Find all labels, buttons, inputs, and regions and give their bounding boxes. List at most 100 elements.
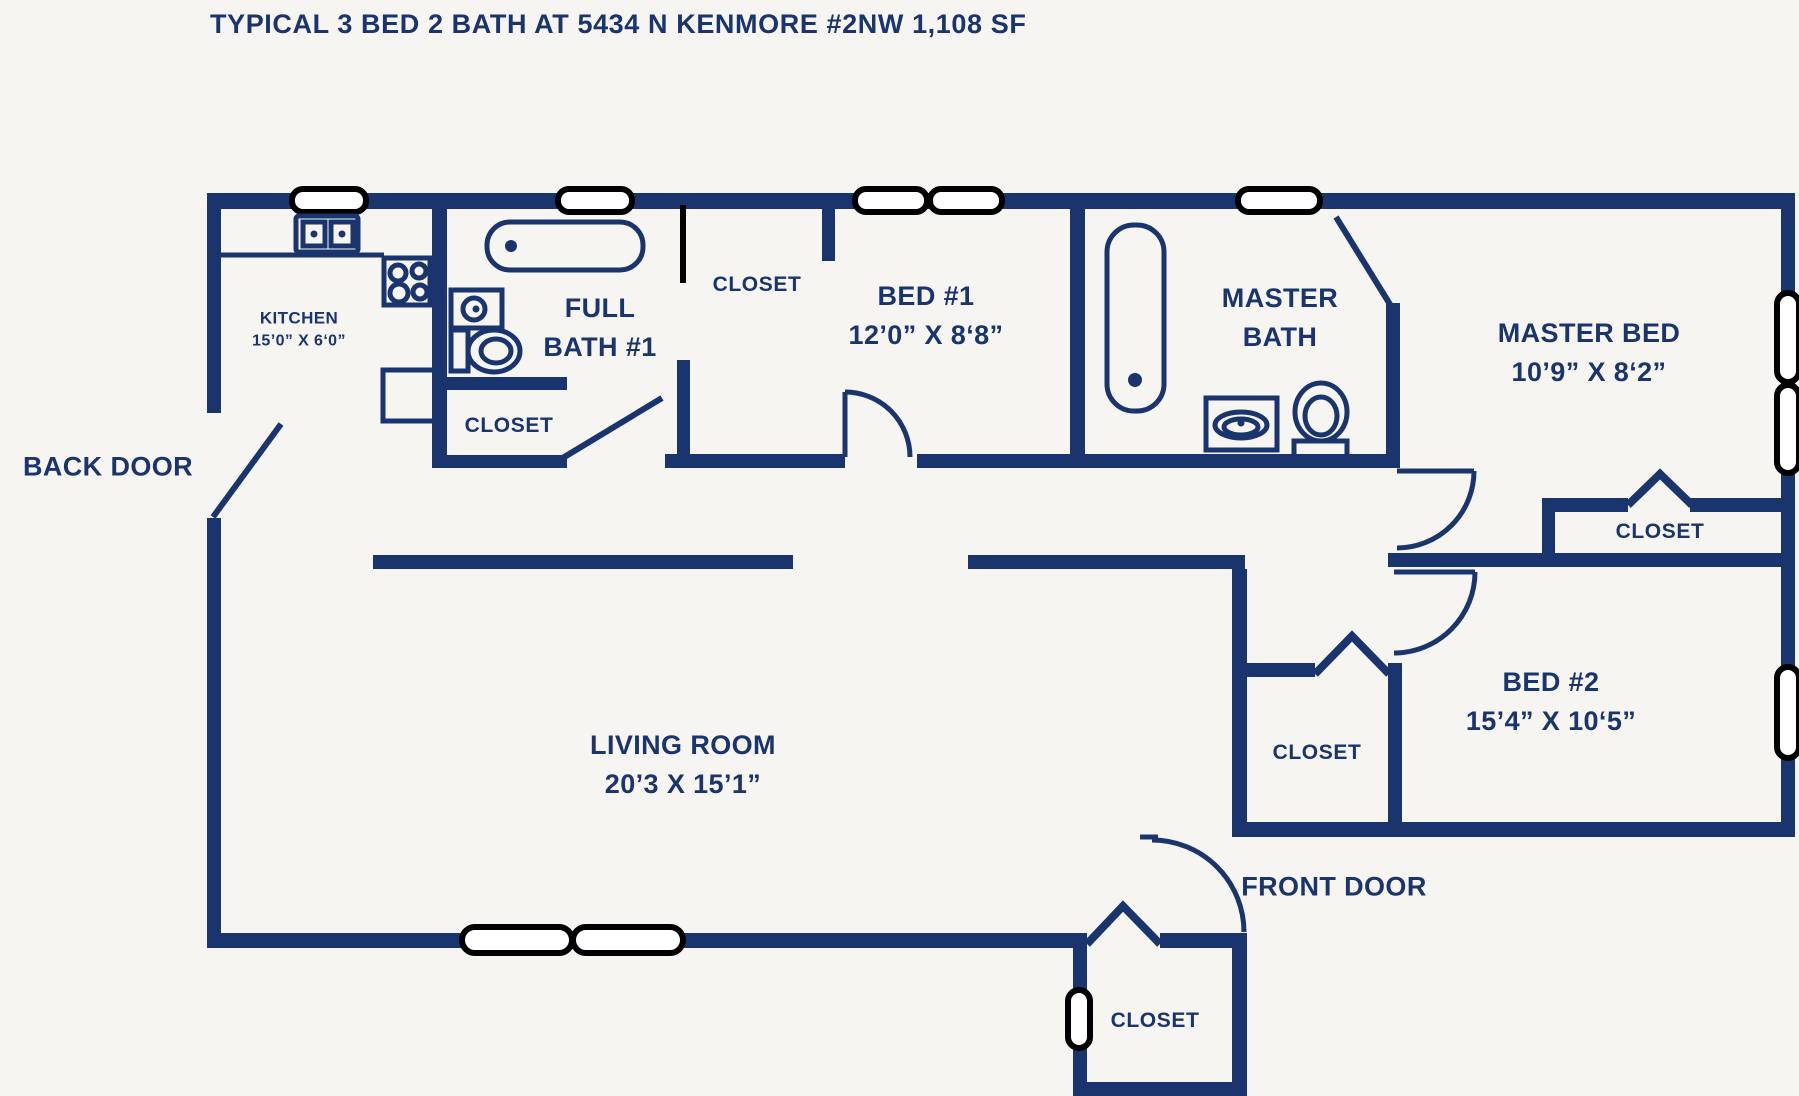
plan-title-line1: TYPICAL 3 BED 2 BATH AT — [210, 9, 570, 39]
closet-bath-text: CLOSET — [464, 413, 554, 437]
kitchen-name: KITCHEN — [259, 308, 339, 328]
front-door-label: FRONT DOOR — [1241, 867, 1427, 906]
bath-toilet-tank — [448, 327, 471, 374]
wall-mastercloset-north-a — [1542, 498, 1628, 512]
wall-hallcloset-north — [1245, 663, 1315, 677]
kitchen-sink-basin-left — [300, 219, 328, 249]
master-bathtub — [1104, 222, 1167, 414]
bed2-door-arc — [1393, 571, 1478, 656]
master-bed-name: MASTER BED — [1497, 317, 1681, 348]
masterbed-door-arc — [1396, 470, 1477, 551]
room-label-master-bed: MASTER BED 10’9” X 8‘2” — [1498, 314, 1681, 392]
master-toilet-base — [1291, 438, 1350, 460]
wall-hallcloset-east — [1388, 663, 1402, 837]
back-door-leaf — [210, 422, 284, 519]
wall-entrycloset-east — [1232, 933, 1247, 1096]
master-toilet-seat — [1302, 394, 1340, 438]
full-bath-fixtures — [448, 219, 646, 375]
closet-label-bath: CLOSET — [465, 411, 554, 441]
master-bath-name-line1: MASTER — [1221, 282, 1339, 313]
plan-title-line2: 5434 N KENMORE #2NW — [577, 9, 904, 39]
bed1-door-arc — [844, 389, 913, 458]
bath-toilet-bowl — [465, 327, 523, 375]
mastercloset-bifold-door — [1625, 468, 1695, 508]
window-living-a — [459, 924, 575, 956]
doors — [210, 215, 1695, 947]
front-door-arc — [1151, 837, 1247, 933]
closet-entry-text: CLOSET — [1110, 1008, 1200, 1032]
bath-sink-bowl — [460, 295, 488, 323]
master-bath-fixtures — [1104, 222, 1350, 460]
wall-masterbath-south — [1070, 454, 1400, 468]
wall-kitchen-east — [432, 209, 447, 468]
closet-bed1-text: CLOSET — [712, 272, 802, 296]
full-bath-name-line1: FULL — [564, 292, 636, 323]
bathtub-drain — [505, 240, 517, 252]
wall-hallcloset-west — [1232, 569, 1247, 822]
room-label-bed2: BED #2 15’4” X 10‘5” — [1466, 663, 1636, 741]
wall-east-south — [1232, 822, 1795, 837]
master-sink-drain — [1237, 419, 1245, 427]
kitchen-sink — [293, 213, 361, 255]
wall-entrycloset-south — [1073, 1082, 1247, 1096]
window-masterbed-b — [1774, 382, 1799, 476]
bath-sink — [448, 287, 505, 331]
master-bathtub-drain — [1128, 373, 1142, 387]
plan-title: TYPICAL 3 BED 2 BATH AT 5434 N KENMORE #… — [210, 4, 1026, 45]
kitchen-fridge — [380, 367, 445, 424]
kitchen-sink-drain-right — [338, 230, 346, 238]
closet-master-text: CLOSET — [1615, 519, 1705, 543]
front-door-text: FRONT DOOR — [1241, 871, 1427, 902]
kitchen-sink-drain-left — [310, 230, 318, 238]
window-bed1-a — [852, 186, 930, 215]
wall-bathcloset-south — [432, 455, 567, 468]
room-label-living-room: LIVING ROOM 20’3 X 15’1” — [590, 726, 776, 804]
wall-hall-south-a — [373, 555, 793, 569]
window-masterbed-a — [1774, 290, 1799, 385]
living-room-dims: 20’3 X 15’1” — [604, 769, 762, 799]
stove-burner-2 — [409, 261, 429, 281]
windows — [289, 186, 1799, 1051]
bed2-name: BED #2 — [1502, 666, 1600, 697]
room-label-full-bath: FULL BATH #1 — [543, 289, 656, 367]
wall-entrycloset-north — [1160, 933, 1245, 948]
bed2-dims: 15’4” X 10‘5” — [1465, 706, 1637, 736]
wall-mastercloset-west — [1542, 498, 1555, 567]
wall-masterbath-east — [1386, 303, 1400, 468]
wall-bed1-south — [917, 454, 1085, 468]
bed1-name: BED #1 — [877, 280, 975, 311]
wall-masterbath-west — [1070, 209, 1085, 468]
master-sink-bowl-outer — [1212, 409, 1270, 441]
closet-label-master: CLOSET — [1616, 517, 1705, 547]
window-masterbath — [1235, 186, 1323, 215]
plan-title-line3: 1,108 SF — [912, 9, 1027, 39]
back-door-text: BACK DOOR — [22, 451, 194, 482]
kitchen-stove — [381, 255, 433, 308]
window-bed2 — [1774, 664, 1799, 761]
window-kitchen — [289, 186, 369, 215]
master-bed-dims: 10’9” X 8‘2” — [1511, 357, 1667, 387]
window-entrycloset — [1065, 987, 1093, 1051]
closet-label-bed1: CLOSET — [713, 270, 802, 300]
bath-sink-drain — [472, 305, 480, 313]
wall-bed2-north — [1388, 553, 1795, 567]
room-label-bed1: BED #1 12’0” X 8‘8” — [849, 277, 1004, 355]
wall-bed1-vertical — [677, 360, 690, 457]
closet-hall-text: CLOSET — [1272, 740, 1362, 764]
master-sink — [1203, 395, 1280, 453]
wall-bed1closet-south — [665, 454, 845, 468]
stove-burner-4 — [410, 282, 430, 302]
window-living-b — [570, 924, 686, 956]
window-bath — [555, 186, 635, 215]
full-bath-name-line2: BATH #1 — [543, 332, 657, 362]
room-label-master-bath: MASTER BATH — [1222, 279, 1338, 357]
hallcloset-bifold-door — [1312, 630, 1392, 677]
bed1-dims: 12’0” X 8‘8” — [848, 320, 1004, 350]
wall-bed1closet-stub — [822, 209, 835, 261]
wall-bathcloset-north — [432, 377, 567, 390]
stove-burner-1 — [387, 262, 409, 284]
masterbath-door-leaf — [1333, 215, 1394, 308]
kitchen-dims: 15’0” X 6‘0” — [252, 332, 346, 350]
